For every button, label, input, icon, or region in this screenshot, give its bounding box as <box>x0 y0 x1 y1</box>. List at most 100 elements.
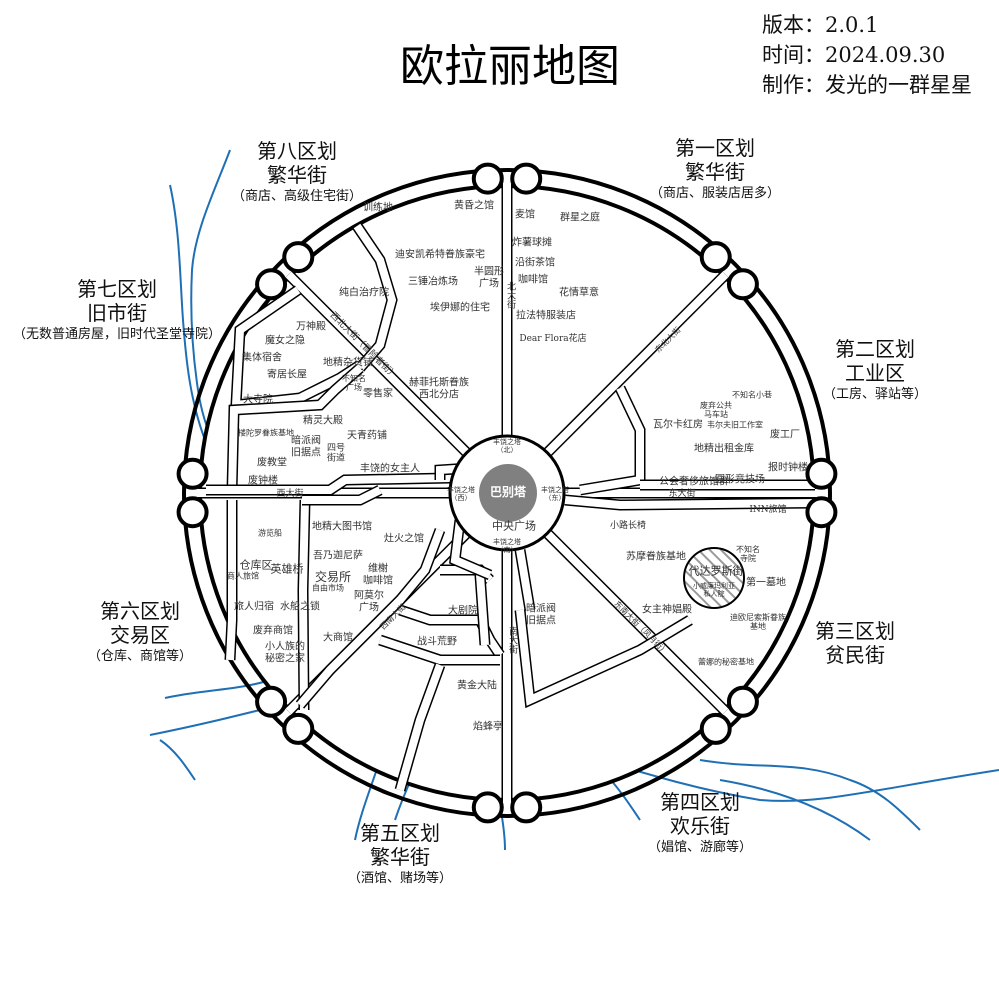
place-label: 地精出租金库 <box>694 443 754 455</box>
side-street <box>516 609 693 706</box>
place-label: 废弃商馆 <box>253 625 293 637</box>
district-sub: 工业区 <box>844 361 905 385</box>
place-label: 废弃公共 马车站 <box>700 400 732 419</box>
district-label: 第三区划贫民街 <box>815 619 895 667</box>
place-label: 圆形竞技场 <box>715 474 765 486</box>
place-label: 咖啡馆 <box>518 274 548 286</box>
gate-icon <box>805 496 838 529</box>
place-label: 灶火之馆 <box>384 533 424 545</box>
place-label: 寄居长屋 <box>267 369 307 381</box>
gate-icon <box>255 268 288 301</box>
district-name: 第三区划 <box>815 619 895 643</box>
main-street <box>285 271 475 461</box>
outer-wall <box>182 168 832 818</box>
district-label: 第四区划欢乐街 （娼馆、游廊等） <box>648 790 752 858</box>
place-label: 焰蜂亭 <box>473 721 503 733</box>
district-label: 第一区划繁华街 （商店、服装店居多） <box>650 136 780 204</box>
main-street <box>539 525 729 715</box>
main-street <box>539 271 729 461</box>
place-label: 沿街茶馆 <box>515 257 555 269</box>
gate-icon <box>176 496 209 529</box>
side-street <box>564 496 816 510</box>
tower-east-label: 丰饶之塔 （东） <box>541 485 569 502</box>
place-label: 拉法特服装店 <box>516 310 576 322</box>
babel-tower-label: 巴别塔 <box>489 485 527 500</box>
place-label: 废工厂 <box>770 429 800 441</box>
district-label: 第八区划繁华街（商店、高级住宅街） <box>232 139 362 207</box>
place-label: 蕾娜的秘密基地 <box>698 657 754 667</box>
district-name: 第六区划 <box>99 599 180 623</box>
place-label: 大剧院 <box>448 605 478 617</box>
place-label: 小路长椅 <box>609 520 647 531</box>
side-street <box>450 519 492 579</box>
gate-icon <box>471 791 504 824</box>
daedalus-street-area <box>683 547 745 609</box>
district-label: 第七区划旧市街（无数普通房屋，旧时代圣堂寺院） <box>13 277 221 345</box>
central-plaza <box>448 434 566 552</box>
central-plaza-label: 中央广场 <box>492 519 536 533</box>
place-label: 花情草意 <box>559 287 599 299</box>
version-text: 版本：2.0.1 <box>762 13 879 37</box>
side-street <box>516 549 534 611</box>
district-sub: 交易区 <box>109 623 170 647</box>
district-desc: （酒馆、赌场等） <box>347 871 453 886</box>
place-label: 女主神娼殿 <box>642 604 692 616</box>
district-name: 第一区划 <box>674 136 755 160</box>
district-name: 第八区划 <box>256 139 337 163</box>
district-name: 第四区划 <box>659 790 740 814</box>
place-label: 旅人归宿 <box>234 601 274 613</box>
city-gates <box>176 162 838 824</box>
place-label: 代达罗斯街 <box>688 564 744 578</box>
place-label: 瓦尔卡红房 <box>653 419 703 431</box>
place-label: 训练地 <box>363 202 393 214</box>
place-label: 仓库区 <box>239 558 273 572</box>
district-desc: （仓库、商馆等） <box>87 649 193 664</box>
side-street <box>476 574 489 646</box>
district-sub: 繁华街 <box>369 845 430 869</box>
district-name: 第七区划 <box>76 277 157 301</box>
place-label: 暗派阀 旧据点 <box>291 435 321 459</box>
gate-icon <box>510 791 543 824</box>
district-desc: （工房、驿站等） <box>822 387 928 402</box>
side-street <box>206 474 451 494</box>
place-label: 报时钟楼 <box>768 462 808 474</box>
place-label: 黄金大陆 <box>457 680 497 692</box>
place-label: 水船之锁 <box>280 601 320 613</box>
district-desc: （娼馆、游廊等） <box>647 840 753 855</box>
roads <box>198 184 816 802</box>
river-line <box>699 759 921 831</box>
place-label: 吾乃迦尼萨 <box>313 550 363 562</box>
place-label: 废教堂 <box>257 457 287 469</box>
place-label: 丰饶的女主人 <box>360 463 420 475</box>
place-label: 不知名 广场 <box>342 373 366 392</box>
place-label: 韦尔夫旧工作室 <box>707 420 763 430</box>
side-street <box>396 663 444 792</box>
district-sub: 贫民街 <box>825 643 885 667</box>
district-desc: （无数普通房屋，旧时代圣堂寺院） <box>12 327 222 342</box>
district-desc: （商店、服装店居多） <box>649 186 781 201</box>
river-line <box>719 779 871 841</box>
place-label: INN旅馆 <box>749 504 787 515</box>
place-label: 地精大图书馆 <box>312 521 372 533</box>
district-sub: 欢乐街 <box>669 814 730 838</box>
side-street <box>579 386 644 494</box>
gate-icon <box>510 162 543 195</box>
place-label: 小人族的 秘密之家 <box>265 641 305 665</box>
place-label: 大寺院 <box>243 394 273 406</box>
district-name: 第二区划 <box>834 337 915 361</box>
place-label: 四号 街道 <box>326 443 346 464</box>
street-label: 东大街 <box>668 488 696 499</box>
place-label: 群星之庭 <box>560 212 600 224</box>
tower-west-label: 丰饶之塔 （西） <box>447 485 475 502</box>
gate-icon <box>282 712 315 745</box>
side-street <box>298 499 309 711</box>
side-street <box>226 500 236 661</box>
gate-icon <box>805 457 838 490</box>
date-text: 时间：2024.09.30 <box>762 43 946 67</box>
place-label: 三锤冶炼场 <box>408 276 458 288</box>
side-street <box>296 528 444 708</box>
place-label: Dear Flora花店 <box>519 333 587 344</box>
district-sub: 繁华街 <box>684 160 745 184</box>
gate-icon <box>282 241 315 274</box>
place-label: 炸薯球摊 <box>512 237 552 249</box>
